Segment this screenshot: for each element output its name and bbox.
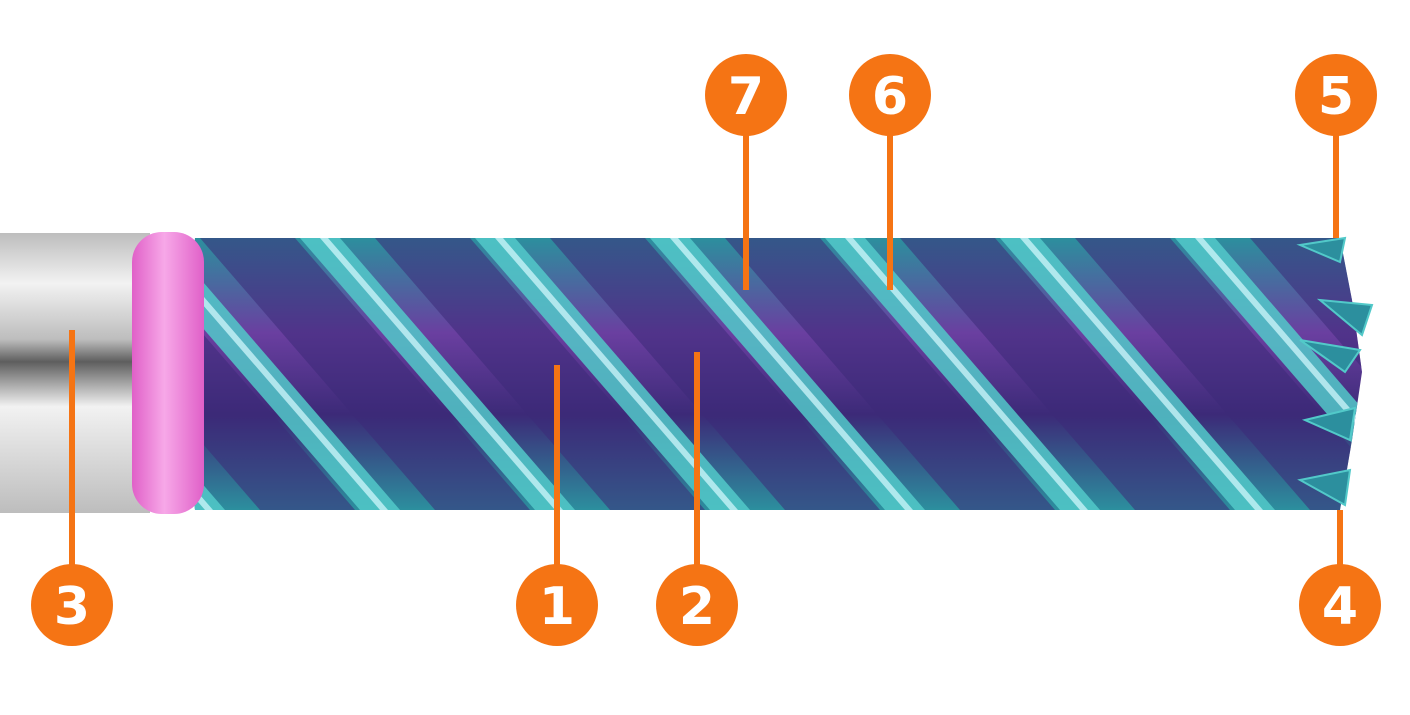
flute-groove — [200, 238, 530, 510]
flute-highlight — [320, 238, 563, 510]
callout-2-number: 2 — [679, 577, 715, 637]
cutting-tooth — [1301, 406, 1357, 442]
cutting-tooth — [1296, 236, 1347, 264]
flute-highlight — [495, 238, 738, 510]
cutting-tooth — [1316, 298, 1374, 337]
cutting-tooth — [1297, 468, 1352, 507]
flute-highlight — [1020, 238, 1263, 510]
flute-groove — [550, 238, 880, 510]
callout-1-number: 1 — [539, 577, 575, 637]
flute-groove — [900, 238, 1230, 510]
flute-highlight — [845, 238, 1088, 510]
flute-groove — [725, 238, 1055, 510]
pink-ring — [132, 232, 204, 514]
flute-groove — [1075, 238, 1362, 510]
callout-3-number: 3 — [54, 577, 90, 637]
flute-highlight — [186, 238, 388, 510]
flute-highlight — [670, 238, 913, 510]
callout-4-number: 4 — [1322, 577, 1358, 637]
callout-5: 5 — [1295, 54, 1377, 238]
callout-7: 7 — [705, 54, 787, 290]
callout-2: 2 — [656, 352, 738, 646]
callout-6-number: 6 — [872, 67, 908, 127]
flute-groove — [375, 238, 705, 510]
cutting-tooth — [1299, 339, 1362, 374]
flute-highlight — [1370, 238, 1410, 510]
callout-3: 3 — [31, 330, 113, 646]
callout-layer: 1 2 3 4 5 — [31, 54, 1381, 646]
callout-7-number: 7 — [728, 67, 764, 127]
helical-flutes — [186, 238, 1410, 510]
callout-4: 4 — [1299, 510, 1381, 646]
end-cutting-teeth — [1296, 236, 1374, 507]
flute-highlight — [1195, 238, 1362, 510]
callout-5-number: 5 — [1318, 67, 1354, 127]
callout-6: 6 — [849, 54, 931, 290]
cutting-body — [186, 236, 1410, 510]
callout-1: 1 — [516, 365, 598, 646]
